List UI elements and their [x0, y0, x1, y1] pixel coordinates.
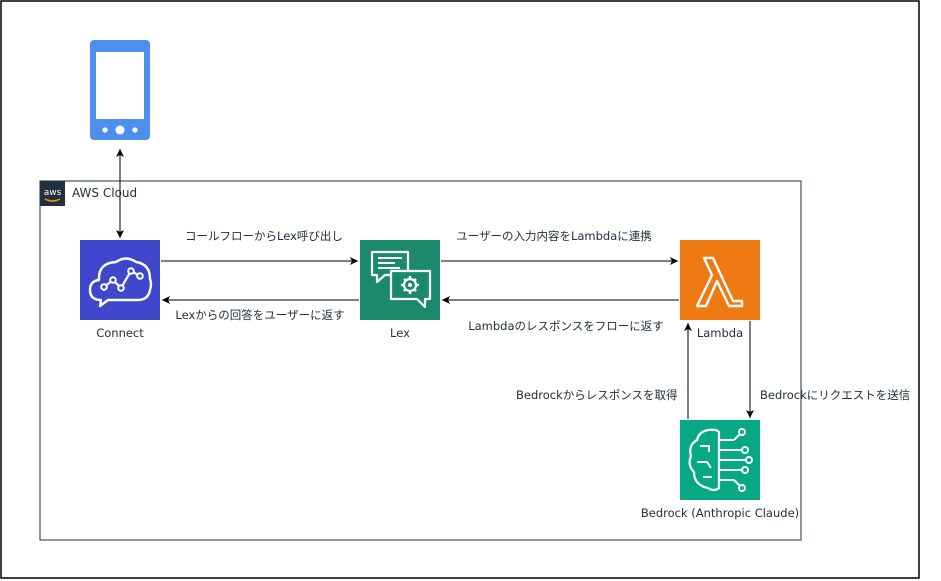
label-bedrock-to-lambda: Bedrockからレスポンスを取得	[516, 388, 678, 402]
aws-cloud-group	[39, 180, 802, 541]
bedrock-label: Bedrock (Anthropic Claude)	[640, 506, 800, 520]
lambda-label: Lambda	[696, 326, 744, 340]
label-lex-to-connect: Lexからの回答をユーザーに返す	[175, 308, 345, 322]
lex-label: Lex	[390, 326, 410, 340]
outer-frame	[0, 0, 920, 579]
label-connect-to-lex: コールフローからLex呼び出し	[185, 229, 343, 243]
bedrock-icon	[680, 420, 760, 500]
label-lambda-to-lex: Lambdaのレスポンスをフローに返す	[468, 319, 664, 333]
mobile-phone-icon	[90, 40, 150, 140]
svg-text:aws: aws	[44, 188, 62, 198]
lex-icon	[360, 240, 440, 320]
lambda-icon	[680, 240, 760, 320]
label-lambda-to-bedrock: Bedrockにリクエストを送信	[760, 388, 911, 402]
connect-icon	[80, 240, 160, 320]
aws-logo-icon: aws	[40, 181, 65, 206]
connect-label: Connect	[96, 326, 144, 340]
label-lex-to-lambda: ユーザーの入力内容をLambdaに連携	[456, 229, 652, 243]
aws-cloud-title: AWS Cloud	[72, 186, 138, 200]
